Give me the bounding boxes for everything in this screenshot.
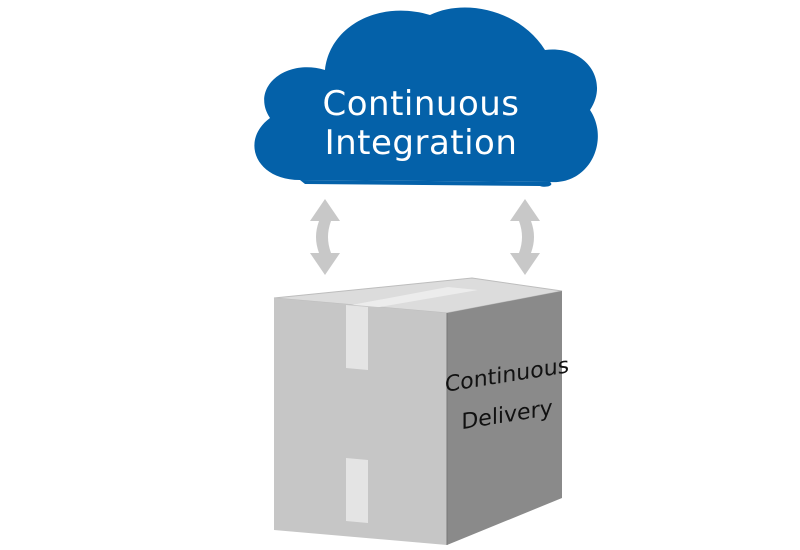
double-vertical-arrow-icon xyxy=(510,199,540,275)
box-front-face xyxy=(274,298,447,545)
double-vertical-arrow-icon xyxy=(310,199,340,275)
delivery-box xyxy=(273,277,563,545)
cloud-label-line1: Continuous xyxy=(322,84,519,124)
box-top-tape xyxy=(346,287,478,309)
box-side-face xyxy=(447,291,562,545)
cloud-shape xyxy=(254,7,598,187)
cloud-body xyxy=(254,7,598,183)
cloud-label-line2: Integration xyxy=(325,123,518,163)
box-front-tape-top xyxy=(346,305,368,370)
cloud-bottom-fill xyxy=(300,180,552,187)
box-front-tape-bottom xyxy=(346,458,368,523)
